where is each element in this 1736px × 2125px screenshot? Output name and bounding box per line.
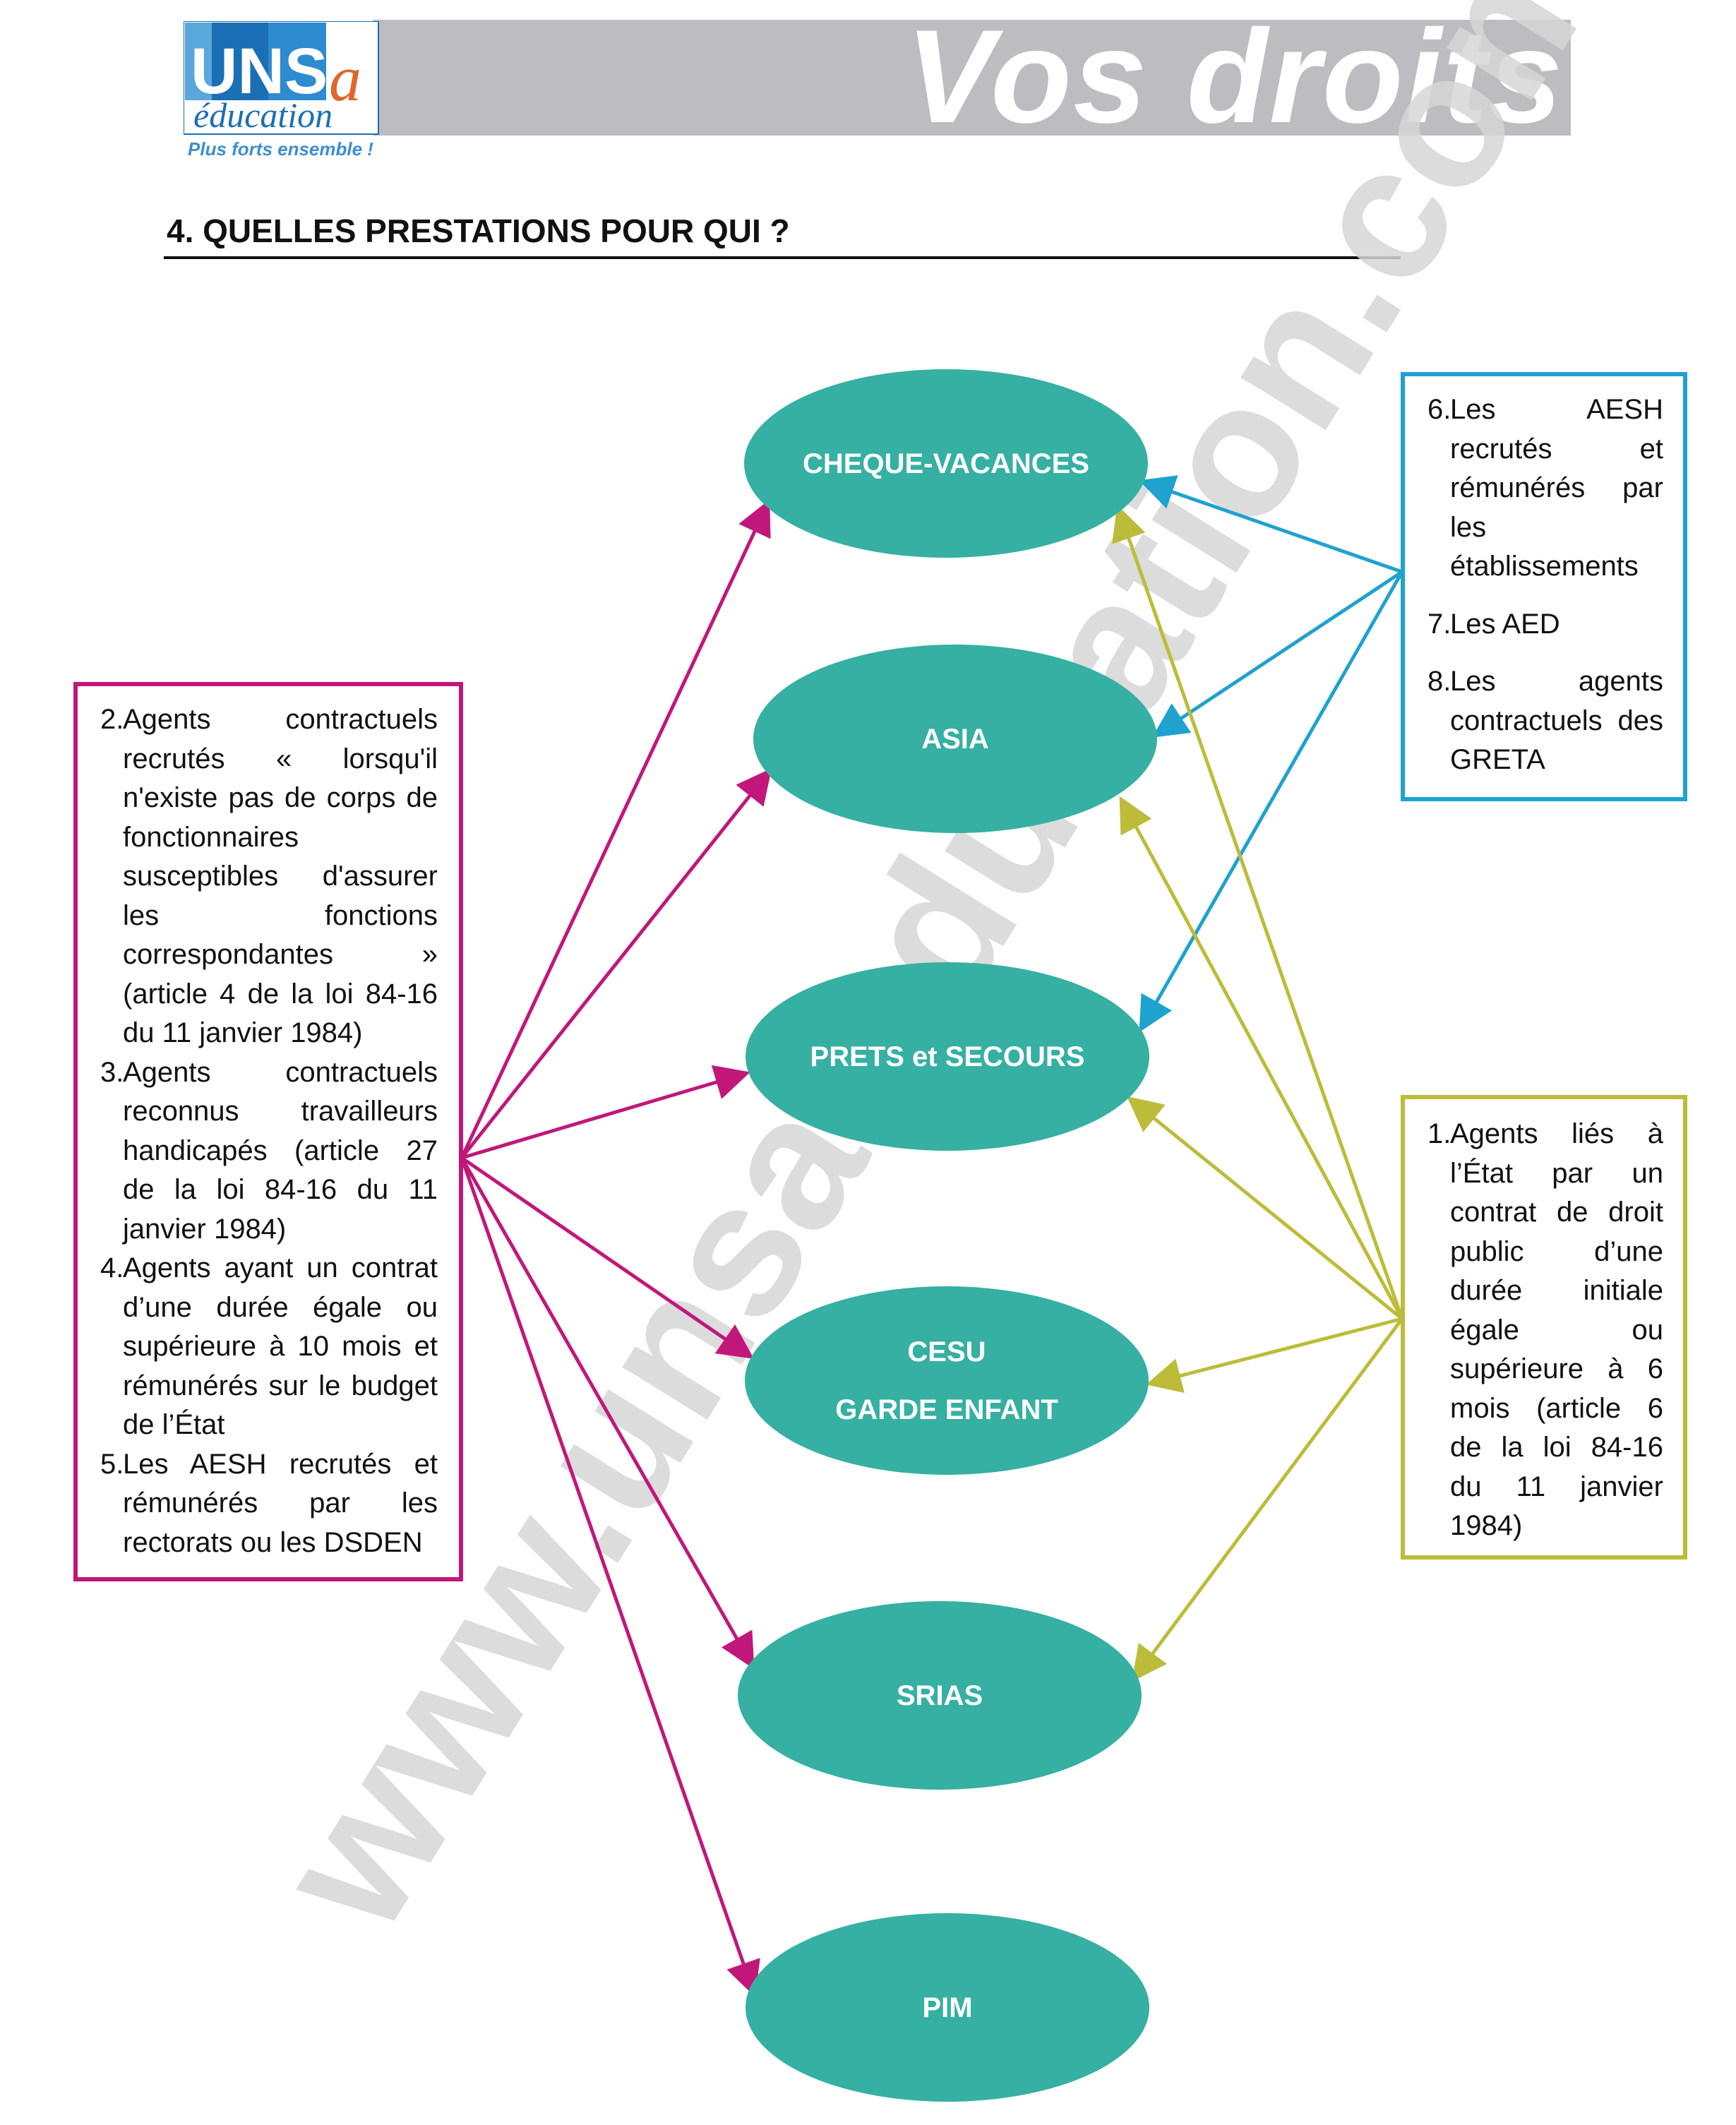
benefit-label: CESU — [907, 1336, 986, 1367]
arrow-right-top-to-asia — [1151, 570, 1403, 738]
eligibility-item: 1.Agents liés à l’État par un contrat de… — [1427, 1115, 1663, 1546]
eligibility-box-right-top: 6.Les AESH recrutés et rémunérés par les… — [1401, 372, 1687, 801]
arrow-left-to-srias — [460, 1156, 755, 1670]
logo-tagline: Plus forts ensemble ! — [188, 138, 373, 160]
eligibility-item: 2.Agents contractuels recrutés « lorsqu'… — [100, 700, 438, 1053]
item-number: 7. — [1427, 608, 1451, 640]
arrow-left-to-prets-secours — [461, 1065, 750, 1160]
arrow-left-to-pim — [460, 1157, 760, 1997]
header-banner: Vos droits — [373, 10, 1571, 143]
benefit-label: PIM — [922, 1992, 973, 2023]
benefit-label: PRETS et SECOURS — [810, 1041, 1085, 1072]
arrow-left-to-asia — [460, 768, 772, 1159]
item-text: Agents contractuels reconnus travailleur… — [123, 1056, 438, 1245]
benefit-asia: ASIA — [753, 645, 1157, 833]
eligibility-item: 7.Les AED — [1427, 605, 1663, 645]
item-number: 2. — [100, 704, 124, 735]
logo-letters: UNS — [191, 35, 328, 107]
logo-subtitle: éducation — [193, 95, 333, 135]
item-number: 8. — [1427, 666, 1451, 697]
item-text: Les AESH recrutés et rémunérés par les é… — [1450, 394, 1663, 582]
eligibility-item: 3.Agents contractuels reconnus travaille… — [100, 1053, 438, 1250]
unsa-education-logo: UNS a éducation Plus forts ensemble ! — [184, 21, 379, 160]
benefit-label: SRIAS — [896, 1680, 983, 1711]
item-text: Les AESH recrutés et rémunérés par les r… — [123, 1448, 438, 1558]
benefit-prets-secours: PRETS et SECOURS — [746, 962, 1149, 1151]
item-text: Les AED — [1450, 608, 1560, 640]
item-number: 5. — [100, 1448, 124, 1480]
benefit-cesu-garde-enfant: CESU GARDE ENFANT — [745, 1286, 1149, 1475]
logo-accent-letter: a — [329, 42, 361, 114]
item-number: 6. — [1427, 394, 1451, 425]
arrow-right-top-to-prets-secours — [1139, 570, 1404, 1033]
arrow-left-to-cesu — [460, 1156, 755, 1359]
item-text: Agents liés à l’État par un contrat de d… — [1450, 1118, 1663, 1541]
eligibility-box-right-bottom: 1.Agents liés à l’État par un contrat de… — [1401, 1095, 1687, 1560]
item-text: Les agents contractuels des GRETA — [1450, 666, 1663, 775]
section-title: 4. QUELLES PRESTATIONS POUR QUI ? — [167, 212, 790, 249]
arrow-left-to-cheque-vacances — [460, 499, 771, 1159]
benefit-label: ASIA — [921, 723, 989, 755]
eligibility-item: 8.Les agents contractuels des GRETA — [1427, 662, 1663, 780]
benefit-cheque-vacances: CHEQUE-VACANCES — [744, 369, 1148, 558]
item-text: Agents ayant un contrat d’une durée égal… — [123, 1252, 438, 1440]
benefit-srias: SRIAS — [738, 1601, 1142, 1790]
item-number: 4. — [100, 1252, 124, 1283]
benefit-label: GARDE ENFANT — [835, 1394, 1058, 1425]
arrow-right-bottom-to-cheque-vacances — [1112, 505, 1404, 1319]
arrow-right-bottom-to-srias — [1132, 1317, 1404, 1682]
eligibility-item: 4.Agents ayant un contrat d’une durée ég… — [100, 1249, 438, 1445]
arrow-right-top-to-cheque-vacances — [1139, 475, 1403, 574]
banner-title: Vos droits — [905, 2, 1564, 150]
item-number: 1. — [1427, 1118, 1451, 1149]
arrow-right-bottom-to-cesu — [1146, 1317, 1403, 1394]
benefit-pim: PIM — [746, 1913, 1149, 2102]
item-text: Agents contractuels recrutés « lorsqu'il… — [123, 704, 438, 1048]
benefit-label: CHEQUE-VACANCES — [803, 448, 1089, 479]
item-number: 3. — [100, 1056, 124, 1088]
title-underline — [164, 256, 1401, 259]
eligibility-item: 6.Les AESH recrutés et rémunérés par les… — [1427, 390, 1663, 587]
eligibility-box-left: 2.Agents contractuels recrutés « lorsqu'… — [73, 682, 463, 1581]
arrow-right-bottom-to-asia — [1119, 796, 1404, 1320]
arrow-right-bottom-to-prets-secours — [1127, 1096, 1403, 1320]
eligibility-item: 5.Les AESH recrutés et rémunérés par les… — [100, 1445, 438, 1563]
